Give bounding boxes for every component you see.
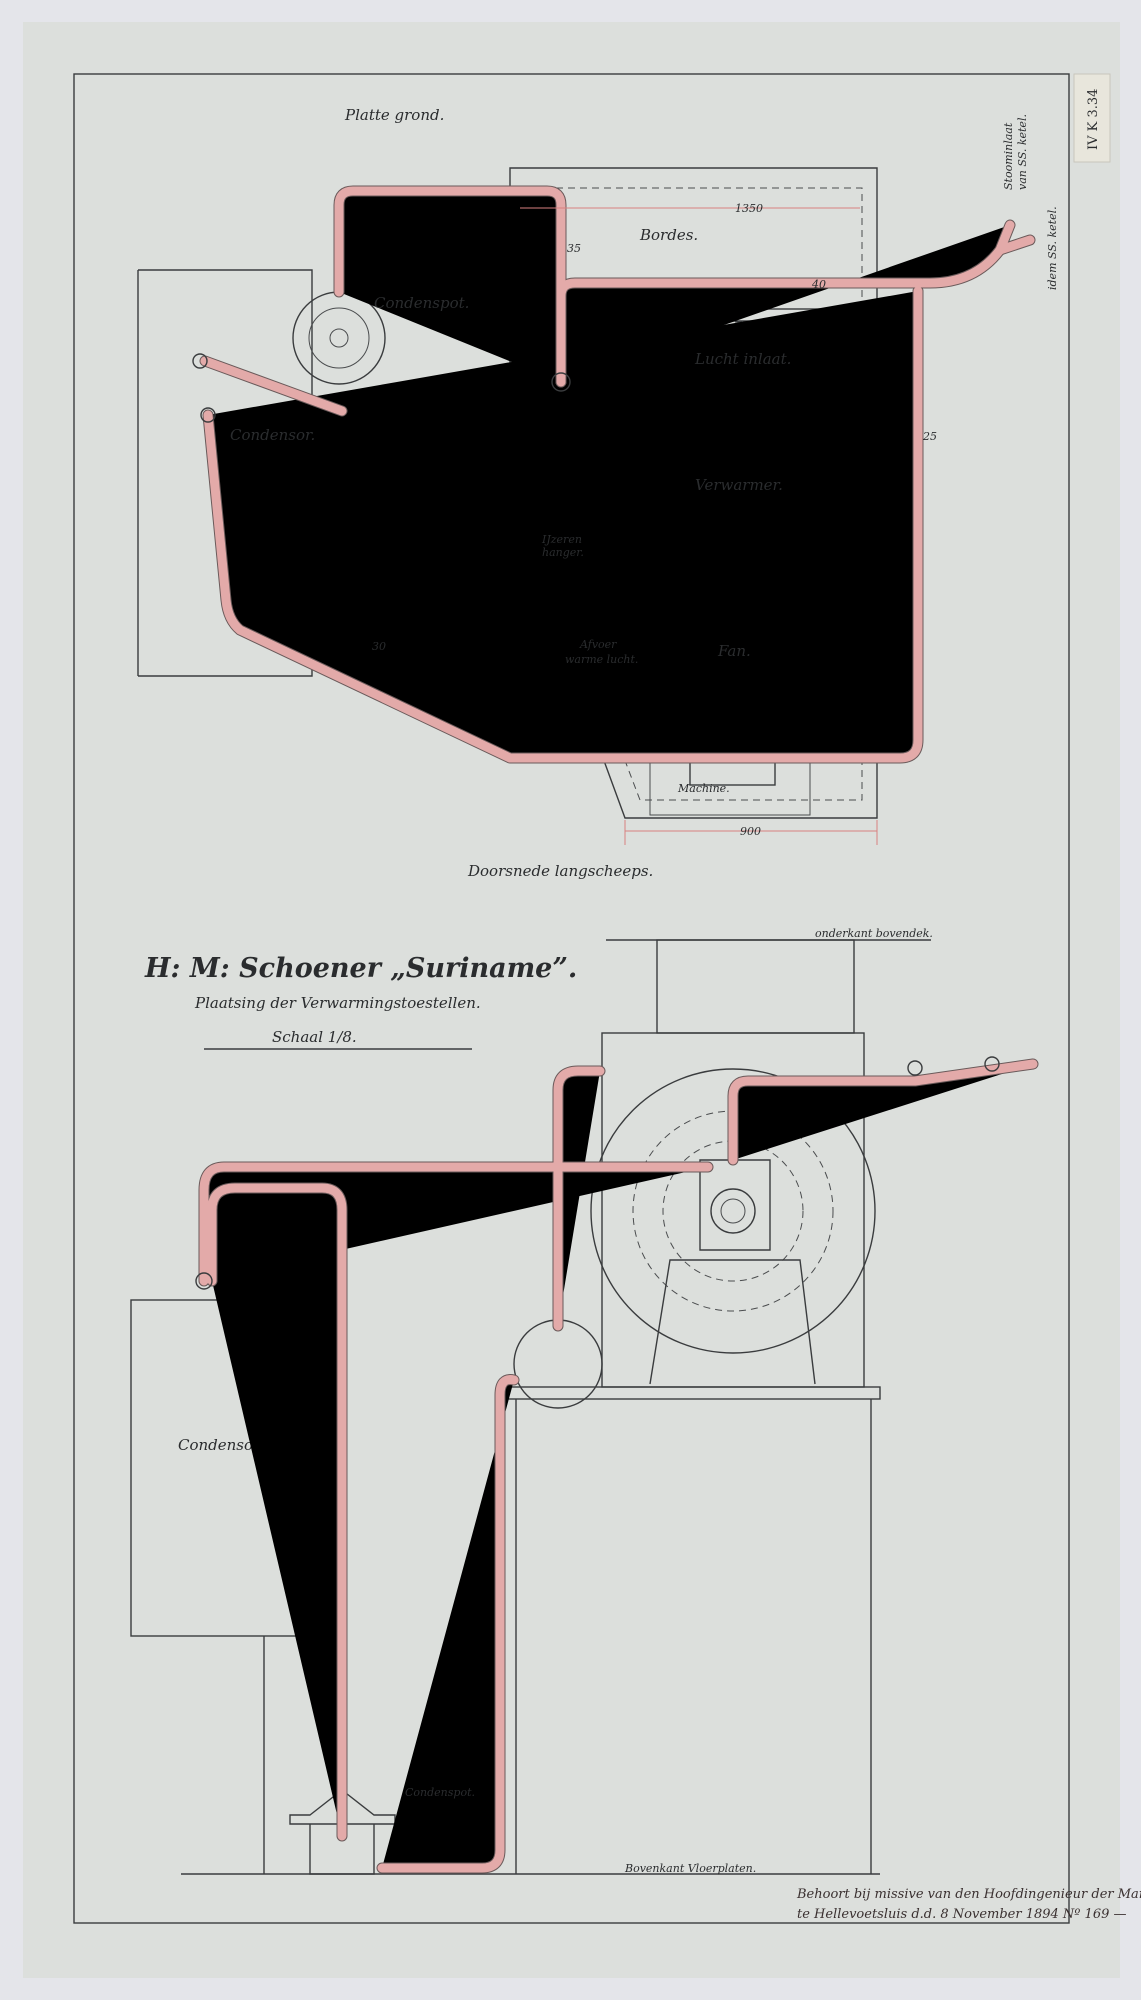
label-idem: idem SS. ketel.	[1046, 206, 1059, 290]
flange-icon	[907, 1060, 923, 1076]
condenspot-inner	[308, 307, 370, 369]
label-bordes: Bordes.	[639, 226, 698, 244]
section-heading: Doorsnede langscheeps.	[467, 862, 653, 880]
sheet-id: IV K 3.34	[1086, 89, 1101, 150]
note-line-2: te Hellevoetsluis d.d. 8 November 1894 N…	[797, 1907, 1127, 1922]
label-condensor-section: Condensor.	[178, 1436, 263, 1454]
platform-legs	[515, 1399, 872, 1874]
label-fan: Fan.	[717, 642, 751, 660]
section-pipes	[204, 1064, 1033, 1868]
drawing-title: H: M: Schoener „Suriname”.	[144, 953, 577, 984]
fan-wheel	[590, 1068, 876, 1354]
label-condensor: Condensor.	[230, 426, 315, 444]
title-block: H: M: Schoener „Suriname”. Plaatsing der…	[144, 953, 577, 1050]
valve-icon	[200, 407, 216, 423]
dim-pipe-a: 35	[567, 242, 581, 255]
label-condenspot: Condenspot.	[374, 294, 469, 312]
label-lucht-inlaat: Lucht inlaat.	[694, 350, 791, 368]
drawing-subtitle: Plaatsing der Verwarmingstoestellen.	[194, 994, 481, 1012]
dim-pipe-b: 40	[811, 278, 826, 291]
label-condenspot-section: Condenspot.	[405, 1786, 475, 1799]
valve-icon	[195, 1272, 213, 1290]
dim-label-900: 900	[740, 825, 761, 838]
drawing-border	[73, 73, 1070, 1924]
label-hanger: IJzeren	[541, 533, 582, 546]
fan-shaft-icon	[710, 1188, 756, 1234]
label-machine: Machine.	[677, 782, 730, 795]
machine-stand	[649, 1259, 816, 1385]
sheet-tag	[1073, 73, 1111, 163]
label-hanger-2: hanger.	[542, 546, 584, 559]
label-verwarmer: Verwarmer.	[695, 476, 783, 494]
section-view: onderkant bovendek. Bovenkant Vloerplate…	[130, 927, 1033, 1875]
machine-body	[699, 1159, 771, 1251]
dimension-900	[624, 820, 878, 845]
condenspot-valve-icon	[329, 328, 349, 348]
label-stoominlaat: Stoominlaat	[1002, 122, 1015, 190]
label-afvoer-2: warme lucht.	[565, 653, 638, 666]
label-stoominlaat-2: van SS. ketel.	[1016, 114, 1029, 190]
dim-pipe-d: 30	[372, 640, 386, 653]
label-afvoer: Afvoer	[579, 638, 617, 651]
plan-view: Platte grond. 1350 900	[137, 106, 1059, 845]
dim-pipe-c: 25	[922, 430, 937, 443]
valve-icon	[192, 353, 208, 369]
label-onderkant-bovendek: onderkant bovendek.	[815, 927, 933, 940]
plan-heading: Platte grond.	[344, 106, 444, 124]
drawing-scale: Schaal 1/8.	[272, 1028, 357, 1046]
note-line-1: Behoort bij missive van den Hoofdingenie…	[796, 1887, 1141, 1902]
flange-icon	[984, 1056, 1000, 1072]
fan-shaft-inner	[720, 1198, 746, 1224]
valve-icon	[551, 372, 571, 392]
label-bovenkant-vloerplaten: Bovenkant Vloerplaten.	[624, 1862, 756, 1875]
dim-label-1350: 1350	[735, 202, 763, 215]
